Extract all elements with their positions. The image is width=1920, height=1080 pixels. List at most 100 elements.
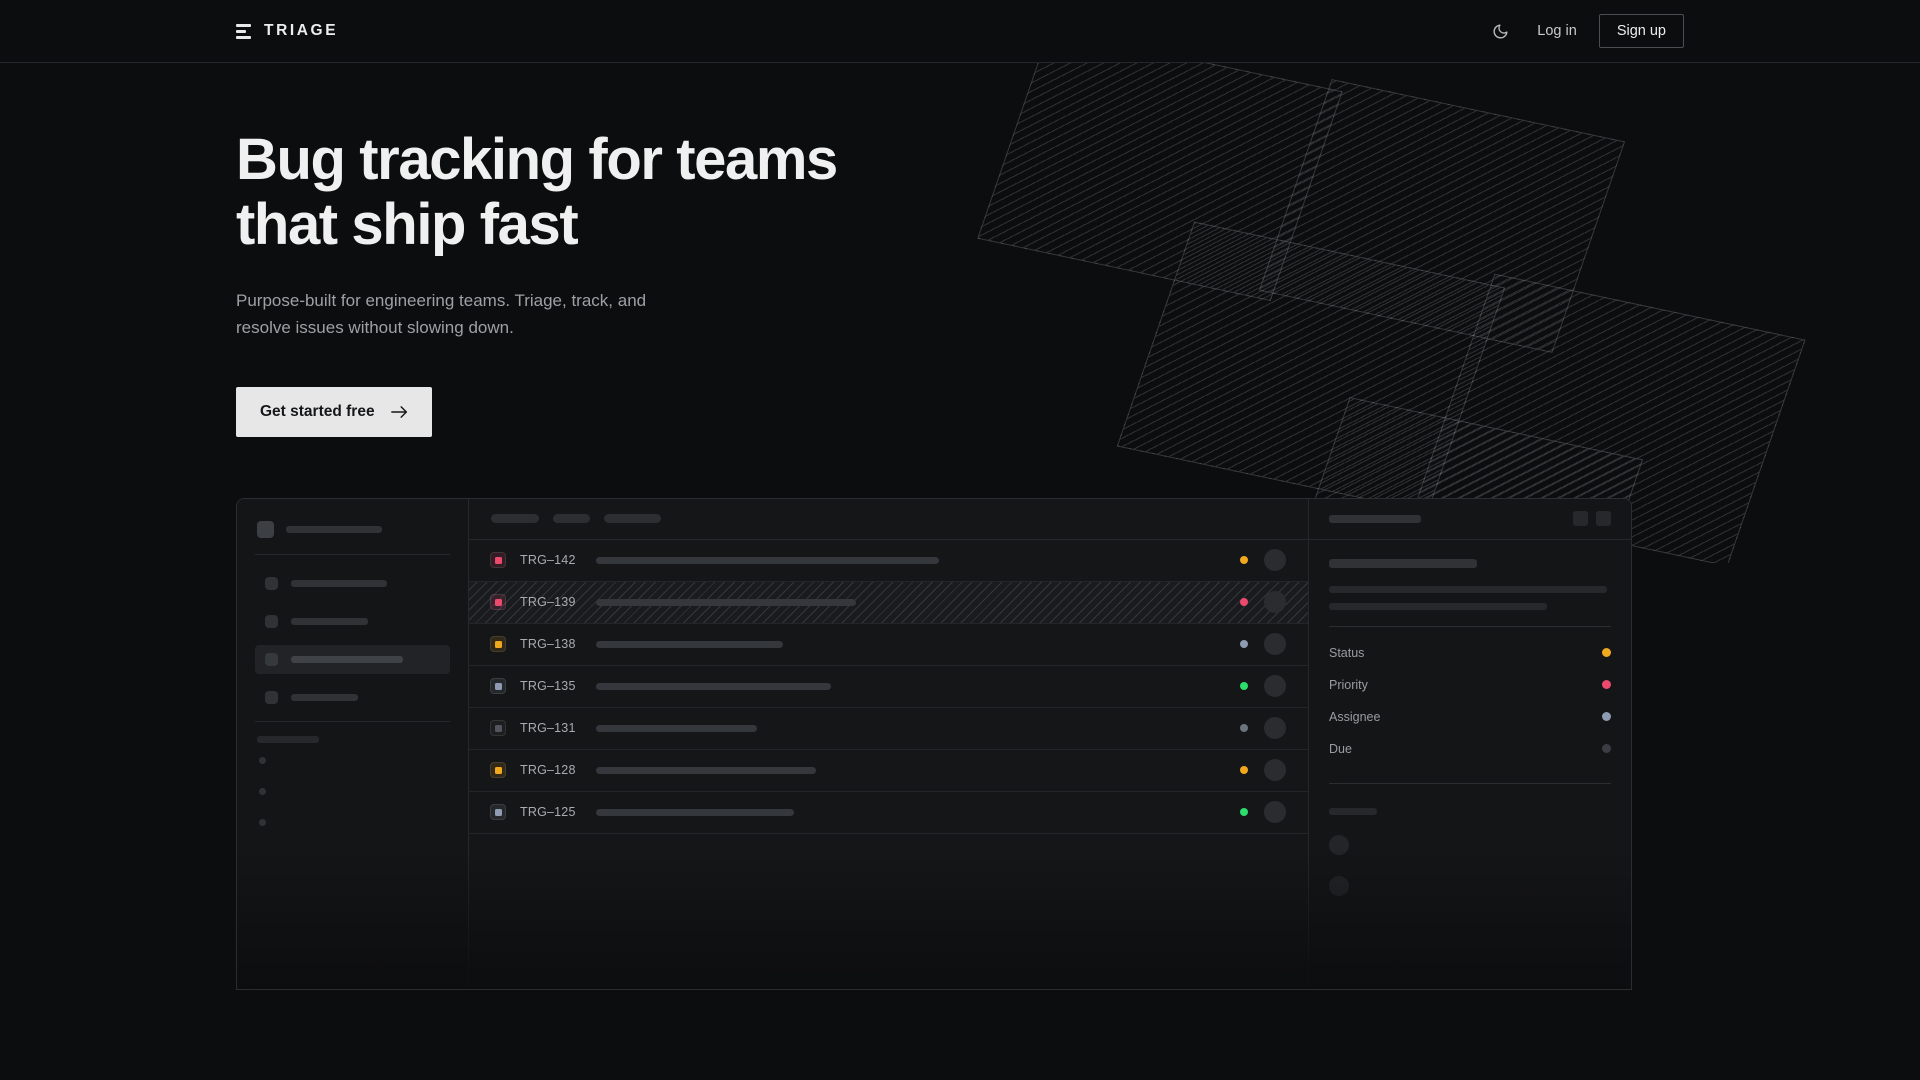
issue-id: TRG–131: [520, 721, 576, 736]
triage-logo-icon: [236, 23, 251, 39]
sidebar-item-2[interactable]: [255, 607, 450, 636]
issue-row[interactable]: TRG–135: [469, 666, 1308, 708]
sidebar-secondary-item[interactable]: [255, 787, 450, 795]
issue-title-placeholder: [596, 682, 831, 690]
arrow-right-icon: [390, 406, 407, 418]
priority-badge-icon: [490, 762, 506, 779]
sidebar-nav-list: [255, 569, 450, 712]
detail-action-button[interactable]: [1573, 511, 1588, 527]
toolbar-filter-chip[interactable]: [491, 514, 539, 524]
detail-meta-row-assignee[interactable]: Assignee: [1329, 701, 1611, 733]
sidebar-item-icon: [265, 690, 278, 704]
detail-meta-label: Due: [1329, 741, 1352, 756]
detail-action-button[interactable]: [1596, 511, 1611, 527]
issue-title-placeholder: [596, 766, 816, 774]
issue-title-placeholder: [596, 640, 783, 648]
assignee-avatar: [1264, 717, 1286, 740]
sidebar-item-3[interactable]: [255, 644, 450, 674]
detail-text-line-placeholder: [1329, 602, 1547, 610]
issue-row[interactable]: TRG–138: [469, 624, 1308, 666]
issue-title-placeholder: [596, 808, 794, 816]
issue-row[interactable]: TRG–139: [469, 581, 1308, 624]
priority-badge-icon: [490, 720, 506, 737]
detail-meta-row-status[interactable]: Status: [1329, 637, 1611, 669]
sidebar-item-4[interactable]: [255, 683, 450, 712]
login-link[interactable]: Log in: [1537, 23, 1577, 39]
sidebar-item-1[interactable]: [255, 569, 450, 598]
activity-label-placeholder: [1329, 807, 1377, 815]
status-dot: [1240, 724, 1248, 733]
top-navigation-bar: TRIAGE Log in Sign up: [0, 0, 1920, 63]
status-dot: [1240, 682, 1248, 691]
detail-meta-value-dot: [1602, 744, 1611, 754]
issue-row-meta: [1240, 549, 1286, 572]
sidebar-item-icon: [265, 576, 278, 590]
assignee-avatar: [1264, 633, 1286, 656]
issue-title-placeholder: [596, 598, 856, 606]
detail-meta-label: Priority: [1329, 677, 1368, 692]
priority-badge-icon: [490, 678, 506, 695]
toolbar-filter-chip[interactable]: [553, 514, 590, 524]
brand-logo[interactable]: TRIAGE: [236, 22, 338, 40]
sidebar-secondary-item[interactable]: [255, 756, 450, 764]
sidebar-secondary-icon: [259, 787, 266, 795]
activity-avatar: [1329, 875, 1349, 896]
sidebar-secondary-item[interactable]: [255, 818, 450, 826]
sidebar-item-icon: [265, 652, 278, 666]
sidebar-item-label-placeholder: [291, 693, 358, 701]
issue-row[interactable]: TRG–131: [469, 708, 1308, 750]
detail-meta-row-priority[interactable]: Priority: [1329, 669, 1611, 701]
issue-row[interactable]: TRG–142: [469, 540, 1308, 582]
issue-row[interactable]: TRG–125: [469, 792, 1308, 834]
hero-subheading: Purpose-built for engineering teams. Tri…: [236, 290, 647, 338]
issue-id: TRG–128: [520, 763, 576, 778]
issue-list-toolbar: [469, 499, 1308, 540]
issue-id: TRG–139: [520, 595, 576, 610]
activity-avatars: [1329, 834, 1611, 896]
theme-toggle-button[interactable]: [1485, 16, 1515, 46]
detail-meta-value-dot: [1602, 680, 1611, 690]
detail-title-placeholder: [1329, 514, 1421, 523]
get-started-label: Get started free: [260, 402, 375, 420]
sidebar-item-icon: [265, 614, 278, 628]
mockup-sidebar: [237, 498, 469, 989]
detail-action-buttons: [1573, 511, 1611, 527]
detail-meta-value-dot: [1602, 648, 1611, 658]
sidebar-item-label-placeholder: [291, 617, 368, 625]
issue-row-meta: [1240, 801, 1286, 824]
assignee-avatar: [1264, 591, 1286, 614]
assignee-avatar: [1264, 549, 1286, 572]
workspace-switcher[interactable]: [255, 515, 450, 554]
sidebar-divider: [255, 553, 450, 555]
page-title: Bug tracking for teams that ship fast: [236, 127, 838, 257]
workspace-avatar: [257, 520, 274, 538]
issue-title-placeholder: [596, 724, 757, 732]
issue-row-meta: [1240, 717, 1286, 740]
toolbar-filter-chip[interactable]: [604, 514, 661, 524]
issue-id: TRG–125: [520, 805, 576, 820]
sidebar-item-label-placeholder: [291, 579, 387, 587]
status-dot: [1240, 766, 1248, 775]
brand-name: TRIAGE: [264, 22, 339, 39]
issue-row-meta: [1240, 759, 1286, 782]
priority-badge-icon: [490, 552, 506, 569]
priority-badge-icon: [490, 636, 506, 653]
issue-row[interactable]: TRG–128: [469, 750, 1308, 792]
get-started-button[interactable]: Get started free: [236, 386, 432, 437]
detail-meta-row-due[interactable]: Due: [1329, 733, 1611, 765]
sidebar-secondary-icon: [259, 818, 266, 826]
moon-icon: [1493, 23, 1508, 38]
hero-section: Bug tracking for teams that ship fast Pu…: [0, 63, 1920, 437]
status-dot: [1240, 640, 1248, 649]
priority-badge-icon: [490, 594, 506, 611]
workspace-name-placeholder: [286, 525, 382, 533]
issue-row-meta: [1240, 633, 1286, 656]
signup-button[interactable]: Sign up: [1598, 14, 1684, 48]
sidebar-secondary-list: [255, 756, 450, 826]
